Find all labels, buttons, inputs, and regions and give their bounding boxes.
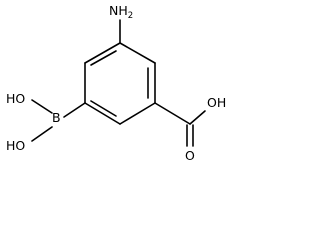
amine-label: NH2 [109,3,133,21]
ring-bond-6 [84,42,121,64]
ring-double-bond-3 [90,50,117,66]
boron-label: B [52,110,61,125]
ring-bond-4 [84,102,121,125]
ring-bond-1 [119,42,156,64]
boron-oh-top-label: HO [6,91,25,106]
boron-oh-top-bond [31,99,53,114]
boron-ring-bond [63,102,86,118]
amine-n-text: N [109,3,118,18]
carboxyl-o-label: O [185,148,195,163]
ring-bond-3 [119,102,156,125]
carboxyl-ring-bond [154,102,191,125]
molecule-structure: NH2 B HO HO OH O [6,3,226,163]
carboxyl-oh-bond [189,110,206,125]
boron-oh-bottom-label: HO [6,138,25,153]
ring-double-bond-2 [90,100,117,117]
carboxyl-oh-label: OH [207,95,226,110]
amine-h-text: H [118,3,127,18]
benzene-ring [84,42,156,125]
amine-subscript: 2 [128,11,133,21]
boron-oh-bottom-bond [31,126,53,142]
